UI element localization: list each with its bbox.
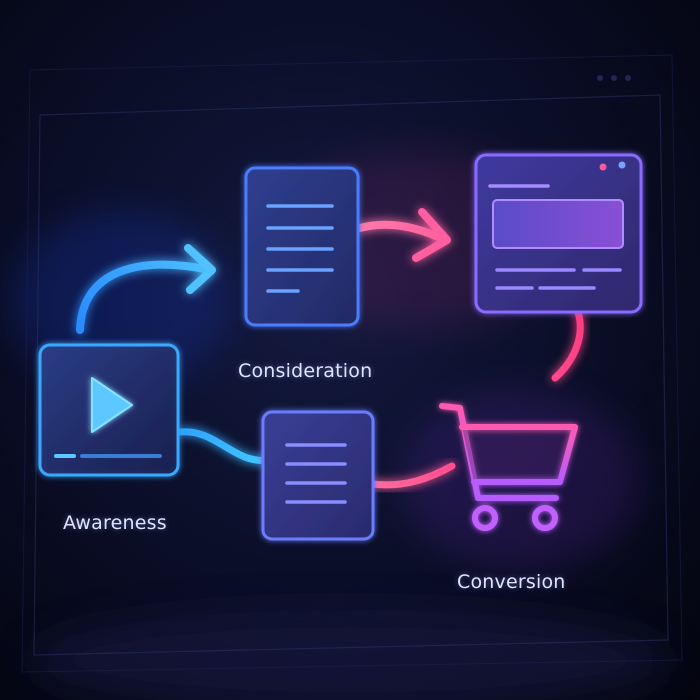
connector-awareness-to-consideration <box>76 244 216 334</box>
stage-label-consideration: Consideration <box>238 360 373 382</box>
document-icon <box>261 410 375 541</box>
window-dot-red-icon[interactable] <box>599 163 607 171</box>
video-play-icon <box>38 343 180 477</box>
connector-bottom-doc-to-cart <box>368 462 456 489</box>
shopping-cart-icon <box>439 403 578 531</box>
document-icon <box>244 166 360 327</box>
window-dot-blue-icon[interactable] <box>618 161 626 169</box>
stage-label-awareness: Awareness <box>63 512 167 534</box>
connector-browser-to-cart <box>551 308 584 382</box>
connector-awareness-to-bottom-doc <box>176 428 272 464</box>
stage-label-conversion: Conversion <box>457 571 566 593</box>
background-frame <box>21 54 683 673</box>
browser-window-icon <box>474 153 643 314</box>
connector-consideration-to-browser <box>356 208 451 262</box>
